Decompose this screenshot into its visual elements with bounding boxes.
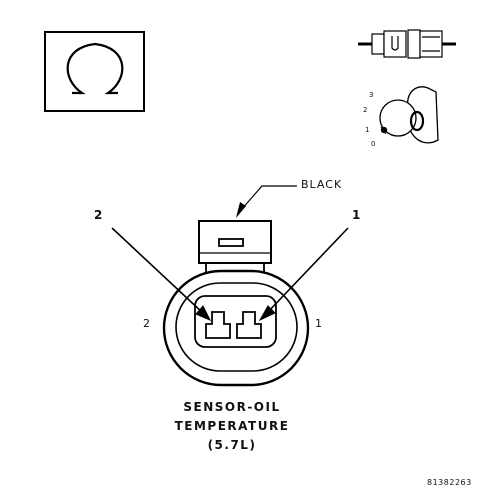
key-position-1: 1: [365, 126, 370, 134]
connector-body: [162, 269, 310, 387]
key-position-3: 3: [369, 91, 374, 99]
figure-code: 81382263: [427, 478, 472, 487]
connector-lock-tab: [198, 220, 272, 278]
connector-disconnect-icon: [358, 29, 456, 59]
title-line-3: (5.7L): [207, 438, 257, 452]
callout-pin-1: 1: [352, 208, 361, 222]
ohm-symbol-icon: [44, 31, 145, 112]
key-position-2: 2: [363, 106, 368, 114]
title-line-1: SENSOR-OIL: [183, 400, 281, 414]
cavity-label-1: 1: [315, 317, 322, 330]
wire-color-leader: [236, 185, 297, 218]
component-title: SENSOR-OIL TEMPERATURE (5.7L): [132, 398, 332, 455]
cavity-label-2: 2: [143, 317, 150, 330]
pin-callout-arrows: [111, 227, 349, 322]
callout-pin-2: 2: [94, 208, 103, 222]
wire-color-label: BLACK: [301, 178, 343, 191]
key-position-0: 0: [371, 140, 376, 148]
ignition-key-icon: [379, 86, 439, 144]
title-line-2: TEMPERATURE: [174, 419, 290, 433]
